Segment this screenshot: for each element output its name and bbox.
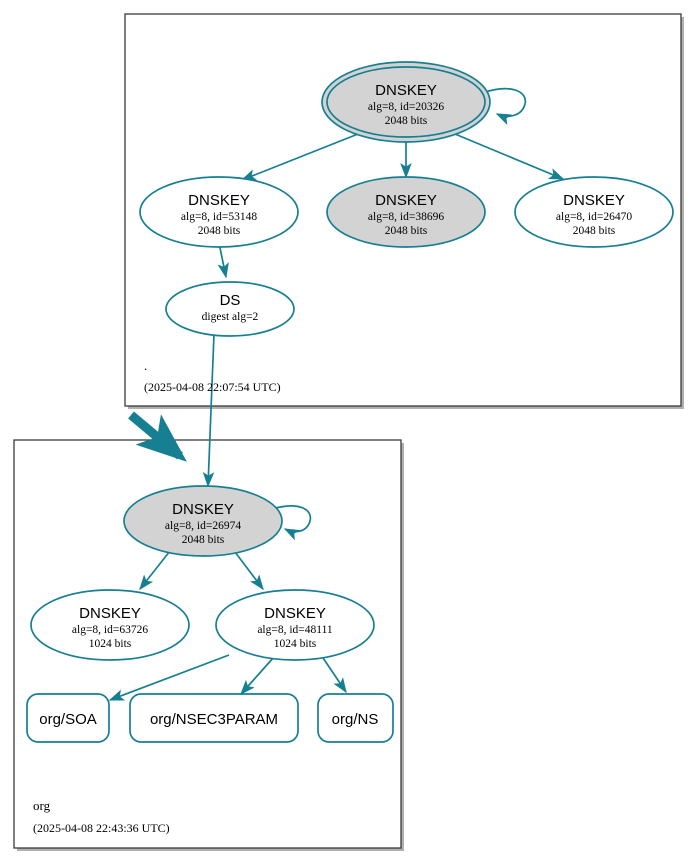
node-title: DNSKEY: [563, 192, 625, 209]
node-ellipse: [514, 176, 674, 248]
node-ellipse: [139, 176, 299, 248]
node-dnskey-org-zsk-63726[interactable]: DNSKEY alg=8, id=63726 1024 bits: [30, 589, 190, 661]
node-rounded-rect: [317, 693, 394, 743]
zone-caption-org: org (2025-04-08 22:43:36 UTC): [33, 798, 170, 835]
node-dnskey-root-zsk-26470[interactable]: DNSKEY alg=8, id=26470 2048 bits: [514, 176, 674, 248]
node-rounded-rect: [129, 693, 299, 743]
node-detail: alg=8, id=20326: [368, 101, 444, 113]
node-title: DNSKEY: [264, 605, 326, 622]
node-bits: 2048 bits: [182, 534, 225, 546]
node-title: DS: [220, 292, 241, 309]
zone-timestamp: (2025-04-08 22:07:54 UTC): [144, 380, 281, 394]
node-detail: alg=8, id=26974: [165, 520, 241, 532]
edge-org-zsk48111-to-ns: [318, 651, 347, 694]
node-bits: 1024 bits: [274, 638, 317, 650]
node-detail: alg=8, id=53148: [181, 211, 257, 223]
zone-caption-root: . (2025-04-08 22:07:54 UTC): [144, 358, 281, 394]
zone-name: org: [33, 798, 51, 813]
zone-name: .: [144, 358, 147, 373]
node-detail: alg=8, id=38696: [368, 211, 444, 223]
node-bits: 2048 bits: [385, 115, 428, 127]
node-title: org/NSEC3PARAM: [150, 711, 278, 728]
edge-root-ksk-selfsign: [481, 87, 527, 126]
node-title: DNSKEY: [375, 82, 437, 99]
edge-org-ksk-to-zsk48111: [234, 551, 264, 591]
node-ellipse: [215, 589, 375, 661]
node-ellipse: [30, 589, 190, 661]
edge-root-cluster-to-org-cluster: [128, 411, 187, 462]
node-rounded-rect: [26, 693, 110, 743]
node-detail: alg=8, id=26470: [556, 211, 632, 223]
node-ellipse: [326, 176, 486, 248]
node-rrset-org-ns[interactable]: org/NS: [317, 693, 394, 743]
edge-org-zsk48111-to-soa: [108, 654, 230, 701]
node-bits: 2048 bits: [198, 225, 241, 237]
edge-root-zsk53148-to-ds: [217, 242, 229, 279]
node-bits: 2048 bits: [385, 225, 428, 237]
node-title: org/NS: [332, 711, 379, 728]
node-dnskey-root-ksk-20326[interactable]: DNSKEY alg=8, id=20326 2048 bits: [321, 61, 491, 143]
node-detail: digest alg=2: [202, 311, 259, 323]
node-ellipse: [123, 485, 283, 557]
node-dnskey-org-zsk-48111[interactable]: DNSKEY alg=8, id=48111 1024 bits: [215, 589, 375, 661]
edges-root-zone: [202, 87, 565, 488]
node-inner-ellipse: [326, 66, 486, 138]
node-ellipse: [165, 281, 295, 337]
edge-root-ksk-to-zsk26470: [454, 133, 565, 180]
node-title: org/SOA: [39, 711, 97, 728]
edge-org-zsk48111-to-nsec3param: [240, 656, 275, 696]
node-dnskey-root-zsk-38696[interactable]: DNSKEY alg=8, id=38696 2048 bits: [326, 176, 486, 248]
node-detail: alg=8, id=63726: [72, 624, 148, 636]
edge-root-ksk-to-zsk53148: [240, 133, 359, 181]
node-ds-root[interactable]: DS digest alg=2: [165, 281, 295, 337]
node-dnskey-root-zsk-53148[interactable]: DNSKEY alg=8, id=53148 2048 bits: [139, 176, 299, 248]
edge-org-ksk-to-zsk63726: [139, 550, 171, 591]
edge-org-ksk-selfsign: [271, 505, 312, 541]
node-bits: 1024 bits: [89, 638, 132, 650]
node-dnskey-org-ksk-26974[interactable]: DNSKEY alg=8, id=26974 2048 bits: [123, 485, 283, 557]
node-bits: 2048 bits: [573, 225, 616, 237]
node-rrset-org-nsec3param[interactable]: org/NSEC3PARAM: [129, 693, 299, 743]
node-detail: alg=8, id=48111: [257, 624, 333, 636]
node-title: DNSKEY: [188, 192, 250, 209]
node-title: DNSKEY: [79, 605, 141, 622]
edge-root-ds-to-org-ksk: [202, 333, 215, 488]
edges-org-zone: [108, 505, 347, 701]
node-rrset-org-soa[interactable]: org/SOA: [26, 693, 110, 743]
node-title: DNSKEY: [375, 192, 437, 209]
node-title: DNSKEY: [172, 501, 234, 518]
zone-timestamp: (2025-04-08 22:43:36 UTC): [33, 821, 170, 835]
